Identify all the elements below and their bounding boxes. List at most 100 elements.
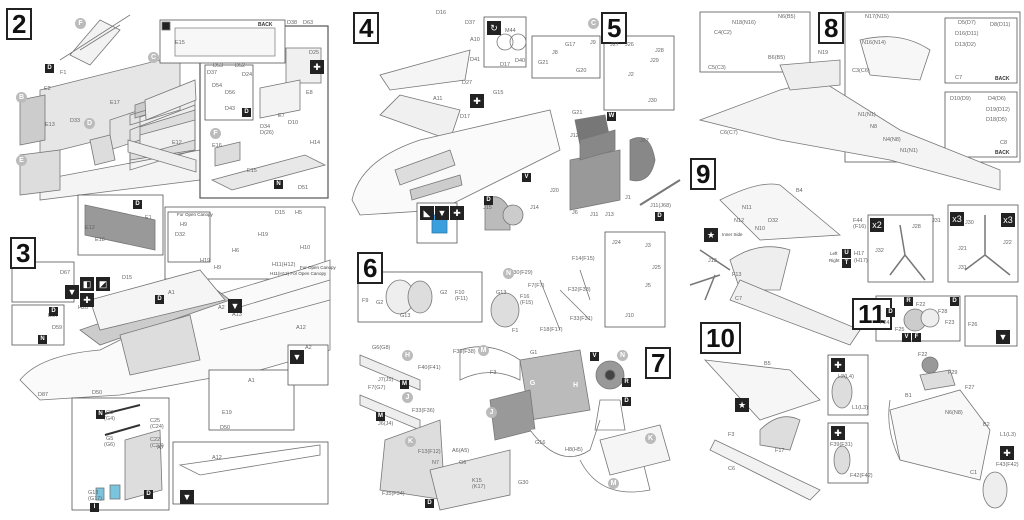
part-label: N6(B5) — [778, 14, 796, 20]
attach-icon: ✚ — [831, 426, 845, 440]
part-label: E17 — [110, 100, 120, 106]
part-label: (G17) — [88, 496, 103, 502]
color-code-square: D — [484, 196, 493, 205]
part-label: D15 — [122, 275, 133, 281]
color-code-square: D — [622, 397, 631, 406]
part-label: D87 — [38, 392, 49, 398]
part-label: J29 — [650, 58, 659, 64]
part-label: J31 — [958, 265, 967, 271]
part-label: D5(D7) — [958, 20, 976, 26]
part-label: F13(F12) — [418, 449, 441, 455]
part-label: F22 — [918, 352, 928, 358]
part-label: D32 — [768, 218, 779, 224]
part-label: D24 — [242, 72, 253, 78]
part-group-marker: K — [405, 436, 416, 447]
part-label: D52 — [235, 63, 246, 69]
part-label: H9 — [214, 265, 222, 271]
part-label: A1 — [248, 378, 255, 384]
part-label: H19 — [200, 258, 211, 264]
color-code-square: V — [590, 352, 599, 361]
step-number-5: 5 — [601, 12, 628, 44]
paint-icon: ▼ — [435, 206, 449, 220]
part-label: D38 — [287, 20, 298, 26]
attach-icon: ✚ — [470, 94, 484, 108]
part-label: N16(N14) — [862, 40, 886, 46]
part-label: J10 — [625, 313, 634, 319]
part-label: (C24) — [150, 424, 164, 430]
step-number-7: 7 — [645, 347, 672, 379]
part-label: J9 — [590, 40, 596, 46]
part-label: H19 — [258, 232, 269, 238]
step-number-11: 11 — [852, 298, 892, 330]
part-label: A2 — [305, 345, 312, 351]
part-label: J14 — [530, 205, 539, 211]
part-label: E12 — [85, 225, 95, 231]
part-label: F35(F34) — [382, 491, 405, 497]
part-label: D(26) — [260, 130, 274, 136]
part-label: L1(L3) — [852, 405, 868, 411]
part-label: D37 — [207, 70, 218, 76]
part-label: J11 — [590, 212, 599, 218]
part-label: G1 — [530, 350, 538, 356]
part-label: C3(C6) — [852, 68, 870, 74]
color-code-square: N — [274, 180, 283, 189]
open-canopy-note: H11(H12) For Open Canopy — [270, 271, 327, 276]
quantity-badge: x3 — [1001, 213, 1015, 227]
back-label: BACK — [995, 150, 1010, 156]
part-label: D33 — [70, 118, 81, 124]
part-label: J15 — [483, 205, 492, 211]
step-number-6: 6 — [357, 252, 384, 284]
part-label: D16 — [436, 10, 447, 16]
part-label: D17 — [460, 114, 471, 120]
part-label: J28 — [912, 224, 921, 230]
part-label: H11(H12) — [272, 262, 296, 268]
part-label: G15 — [493, 90, 504, 96]
part-label: D50 — [92, 390, 103, 396]
part-label: C22 — [150, 437, 161, 443]
part-label: J7(J5) — [378, 377, 394, 383]
color-code-square: V — [522, 173, 531, 182]
part-label: F32(F33) — [568, 287, 591, 293]
part-label: N7 — [432, 460, 440, 466]
part-label: B5 — [764, 361, 771, 367]
part-label: J2 — [628, 72, 634, 78]
part-label: F16 — [520, 294, 530, 300]
part-label: J1 — [625, 195, 631, 201]
part-label: G2 — [440, 290, 448, 296]
color-code-square: D — [49, 307, 58, 316]
part-label: N11 — [742, 205, 752, 211]
part-label: N17(N15) — [865, 14, 889, 20]
part-label: A12 — [212, 455, 222, 461]
part-label: J22 — [1003, 240, 1012, 246]
part-label: G16 — [535, 440, 546, 446]
color-code-square: D — [144, 490, 153, 499]
part-label: D50 — [220, 425, 231, 431]
part-label: D59 — [52, 325, 63, 331]
part-label: N6(N8) — [945, 410, 963, 416]
part-group-marker: D — [84, 118, 95, 129]
paint-icon: ▼ — [228, 299, 242, 313]
part-label: N10 — [755, 226, 766, 232]
part-label: J24 — [612, 240, 621, 246]
part-label: G30 — [518, 480, 529, 486]
part-label: J13 — [708, 258, 717, 264]
paint-icon: ▼ — [996, 330, 1010, 344]
part-label: G13 — [400, 313, 411, 319]
color-code-square: F — [912, 333, 921, 342]
part-label: L1(L3) — [1000, 432, 1016, 438]
part-group-marker: N — [503, 268, 514, 279]
attach-icon: ✚ — [450, 206, 464, 220]
part-label: J6(J4) — [378, 421, 394, 427]
color-code-square: M — [376, 412, 385, 421]
part-label: F1 — [512, 328, 519, 334]
part-label: G13 — [496, 290, 507, 296]
part-label: J5 — [645, 283, 651, 289]
part-label: D56 — [225, 90, 236, 96]
part-label: G17 — [565, 42, 576, 48]
part-label: L2(L4) — [838, 374, 854, 380]
open-canopy-note: For Open Canopy — [300, 265, 336, 270]
part-label: D32 — [175, 232, 186, 238]
color-code-square: N — [38, 335, 47, 344]
part-label: F1 — [60, 70, 67, 76]
part-label: A11 — [433, 96, 443, 102]
